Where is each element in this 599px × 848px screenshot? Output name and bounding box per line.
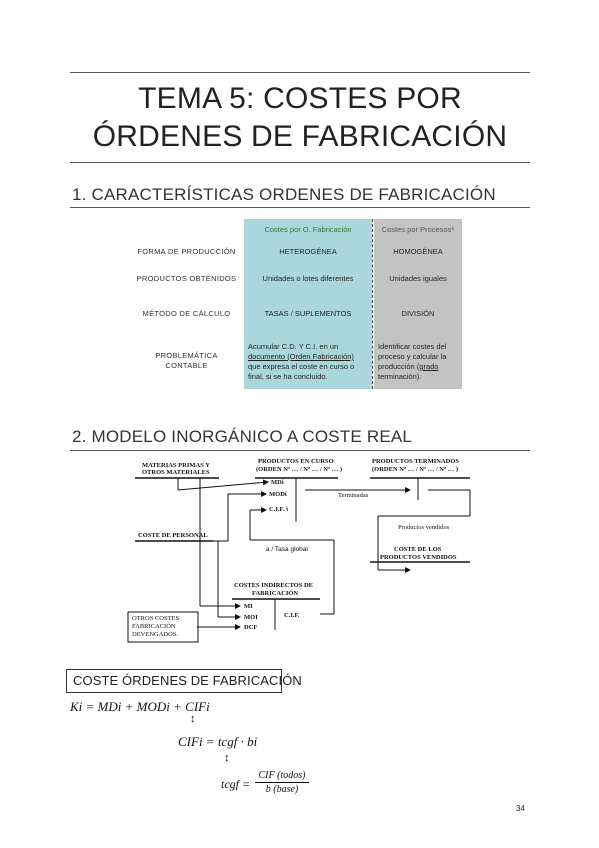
row-label-metodo: MÉTODO DE CÁLCULO [142, 309, 231, 318]
diagram-moi: MOI [244, 614, 258, 621]
row-label-forma: FORMA DE PRODUCCIÓN [137, 247, 236, 256]
diagram-otros-2: FABRICACIÓN [132, 623, 176, 630]
equation-arrow-2: ↕ [224, 752, 230, 764]
diagram-terminados-1: PRODUCTOS TERMINADOS [372, 458, 459, 465]
problematica-label-line2: CONTABLE [165, 361, 208, 370]
cell-metodo-ordenes: TASAS / SUPLEMENTOS [264, 309, 352, 318]
diagram-mdi: MDi [271, 479, 284, 486]
diagram-cif-out: C.I.F. [284, 612, 300, 619]
diagram-personal: COSTE DE PERSONAL [138, 532, 208, 539]
cell-forma-ordenes: HETEROGÉNEA [279, 247, 337, 256]
section2-heading: 2. MODELO INORGÁNICO A COSTE REAL [72, 427, 413, 446]
col-separator [372, 219, 374, 389]
equation-k: Ki = MDi + MODi + CIFi [70, 699, 210, 714]
col-procesos-header: Costes por Procesos* [381, 225, 455, 234]
diagram-tasa: a / Tasa global [266, 546, 308, 553]
inorganic-model-diagram [127, 477, 471, 643]
diagram-dcf: DCF [244, 624, 258, 631]
cell-metodo-procesos: DIVISIÓN [401, 309, 435, 318]
page-number: 34 [516, 804, 525, 813]
diagram-vendidos: Productos vendidos [398, 524, 450, 531]
section1-heading: 1. CARACTERÍSTICAS ORDENES DE FABRICACIÓ… [72, 185, 496, 204]
coste-ordenes-heading-box [66, 669, 282, 693]
equation-fraction: CIF (todos) b (base) [255, 770, 309, 795]
col-procesos-bg [374, 219, 462, 389]
diagram-modi: MODi [269, 491, 287, 498]
col-ordenes-bg [244, 219, 372, 389]
cell-problematica-procesos: Identificar costes del proceso y calcula… [378, 342, 464, 382]
diagram-curso-2: (ORDEN Nº … / Nº … / Nº … ) [256, 466, 343, 473]
diagram-materias-2: OTROS MATERIALES [142, 469, 210, 476]
diagram-materias-1: MATERIAS PRIMAS Y [142, 462, 210, 469]
problematica-procesos-a: Identificar costes del [378, 342, 447, 351]
coste-ordenes-heading: COSTE ÓRDENES DE FABRICACIÓN [73, 673, 302, 688]
problematica-label-line1: PROBLEMÁTICA [155, 351, 218, 360]
diagram-mi: MI [244, 603, 253, 610]
diagram-coste-vendidos-1: COSTE DE LOS [394, 546, 442, 553]
cell-forma-procesos: HOMOGÉNEA [393, 247, 443, 256]
problematica-ordenes-c: que expresa el coste en curso o [248, 362, 355, 371]
diagram-cifi: C.I.F. i [269, 506, 288, 513]
problematica-procesos-c2: grado [419, 362, 439, 371]
problematica-ordenes-d: final, si se ha concluido. [248, 372, 328, 381]
page-title-line2: ÓRDENES DE FABRICACIÓN [92, 120, 508, 153]
diagram-curso-1: PRODUCTOS EN CURSO [258, 458, 334, 465]
diagram-otros-3: DEVENGADOS. [132, 631, 179, 638]
diagram-cif-2: FABRICACIÓN [252, 590, 299, 597]
diagram-cif-1: COSTES INDIRECTOS DE [234, 582, 313, 589]
problematica-ordenes-a: Acumular C.D. Y C.I. en un [248, 342, 339, 351]
cell-problematica-ordenes: Acumular C.D. Y C.I. en un documento (Or… [248, 342, 372, 382]
section1-rule [70, 207, 530, 208]
equation-fraction-den: b (base) [265, 784, 299, 795]
equation-cif: CIFi = tcgf · bi [178, 734, 258, 749]
diagram-otros-1: OTROS COSTES [132, 615, 180, 622]
equation-arrow-1: ↕ [190, 713, 196, 725]
row-label-problematica: PROBLEMÁTICA CONTABLE [124, 351, 249, 371]
problematica-procesos-b: proceso y calcular la [378, 352, 447, 361]
diagram-terminados-2: (ORDEN Nº … / Nº … / Nº … ) [372, 466, 459, 473]
section2-rule [70, 450, 530, 451]
page-title-line1: TEMA 5: COSTES POR [138, 82, 462, 115]
cell-productos-procesos: Unidades iguales [389, 274, 447, 283]
row-label-productos: PRODUCTOS OBTENIDOS [136, 274, 237, 283]
col-ordenes-header: Costes por O. Fabricación [264, 225, 352, 234]
problematica-procesos-c: producción ( [378, 362, 420, 371]
equation-t-left: tcgf = [221, 777, 251, 791]
equation-fraction-num: CIF (todos) [255, 770, 309, 783]
diagram-terminadas: Terminadas [338, 492, 369, 499]
problematica-procesos-d: terminación). [378, 372, 422, 381]
problematica-ordenes-b: documento (Orden Fabricación) [248, 352, 354, 361]
diagram-coste-vendidos-2: PRODUCTOS VENDIDOS [380, 554, 457, 561]
cell-productos-ordenes: Unidades o lotes diferentes [262, 274, 354, 283]
title-bottom-rule [70, 162, 530, 163]
title-top-rule [70, 72, 530, 73]
